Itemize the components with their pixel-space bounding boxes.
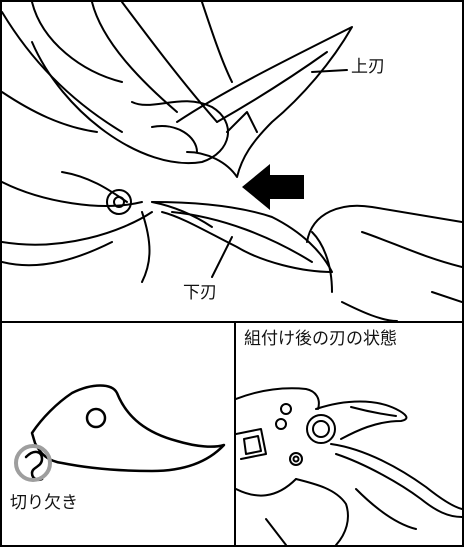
upper-blade-label: 上刃	[351, 59, 385, 76]
notch-label: 切り欠き	[10, 495, 78, 512]
assembled-shears-drawing	[236, 359, 462, 545]
lower-blade-label: 下刃	[183, 285, 217, 302]
assembled-state-heading: 組付け後の刃の状態	[244, 331, 397, 348]
assembled-blade-panel: 組付け後の刃の状態	[234, 321, 464, 547]
hands-inserting-blade-drawing	[2, 2, 462, 321]
notch-detail-panel: 切り欠き	[0, 321, 236, 547]
push-direction-arrow	[242, 164, 304, 210]
top-illustration-panel: 上刃 下刃	[0, 0, 464, 323]
